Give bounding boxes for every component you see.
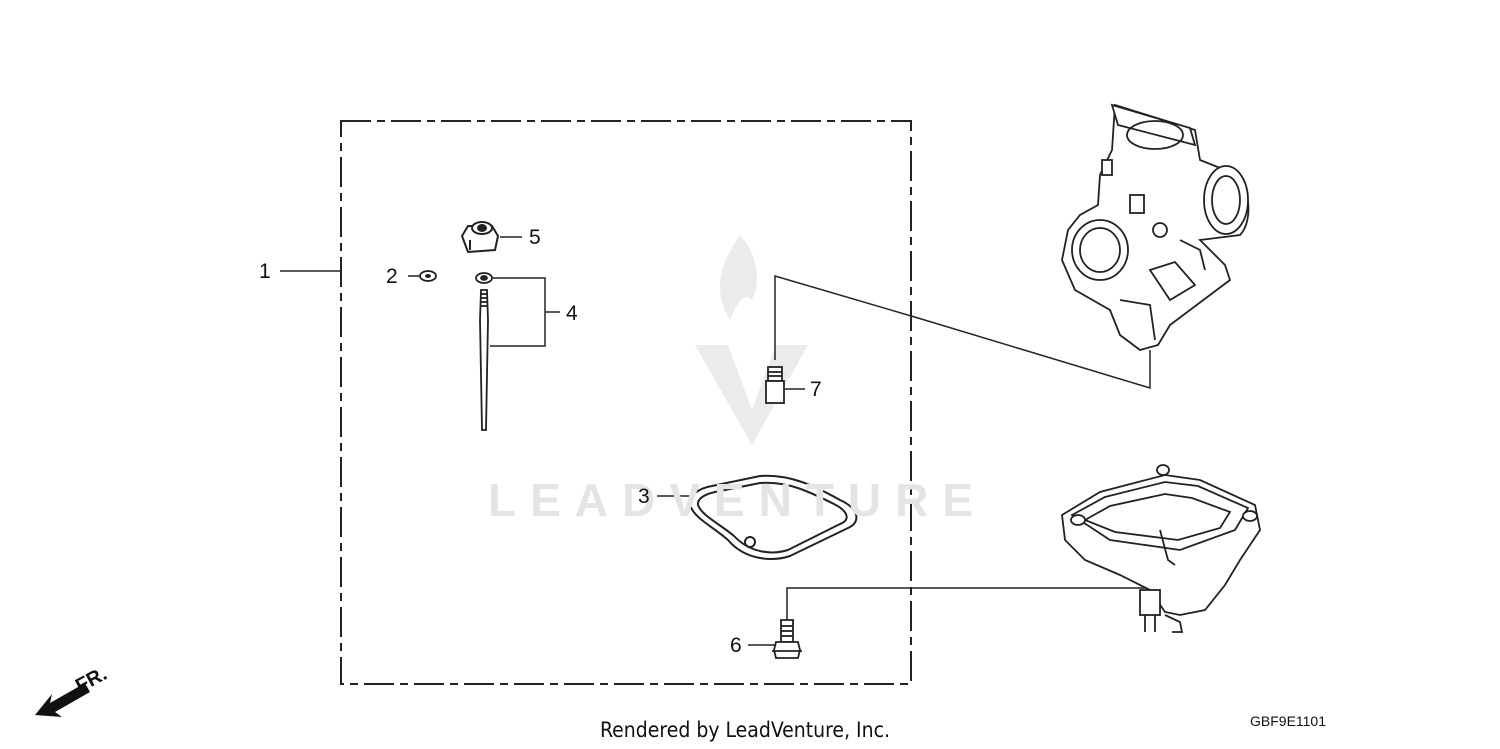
callout-5: 5 bbox=[529, 226, 541, 249]
leader-lines bbox=[280, 236, 1151, 646]
part-pilot-jet bbox=[765, 366, 785, 404]
footer-credit: Rendered by LeadVenture, Inc. bbox=[600, 718, 890, 742]
front-direction-arrow-icon: FR. bbox=[35, 663, 111, 717]
part-drain-bolt bbox=[772, 619, 802, 659]
kit-boundary-box bbox=[340, 120, 912, 685]
part-gasket bbox=[688, 474, 858, 560]
float-bowl-illustration bbox=[1061, 464, 1261, 633]
callout-3: 3 bbox=[638, 485, 650, 508]
part-washer-clip bbox=[419, 270, 437, 282]
watermark-logo bbox=[695, 235, 808, 445]
callout-6: 6 bbox=[730, 634, 742, 657]
part-jet-needle bbox=[475, 272, 493, 431]
callout-4: 4 bbox=[566, 302, 578, 325]
watermark-text: LEADVENTURE bbox=[488, 474, 988, 526]
callout-1: 1 bbox=[259, 260, 271, 283]
part-needle-holder bbox=[460, 221, 500, 254]
callout-7: 7 bbox=[810, 378, 822, 401]
diagram-code: GBF9E1101 bbox=[1250, 713, 1327, 729]
carburetor-body-illustration bbox=[1061, 103, 1250, 351]
callout-2: 2 bbox=[386, 265, 398, 288]
